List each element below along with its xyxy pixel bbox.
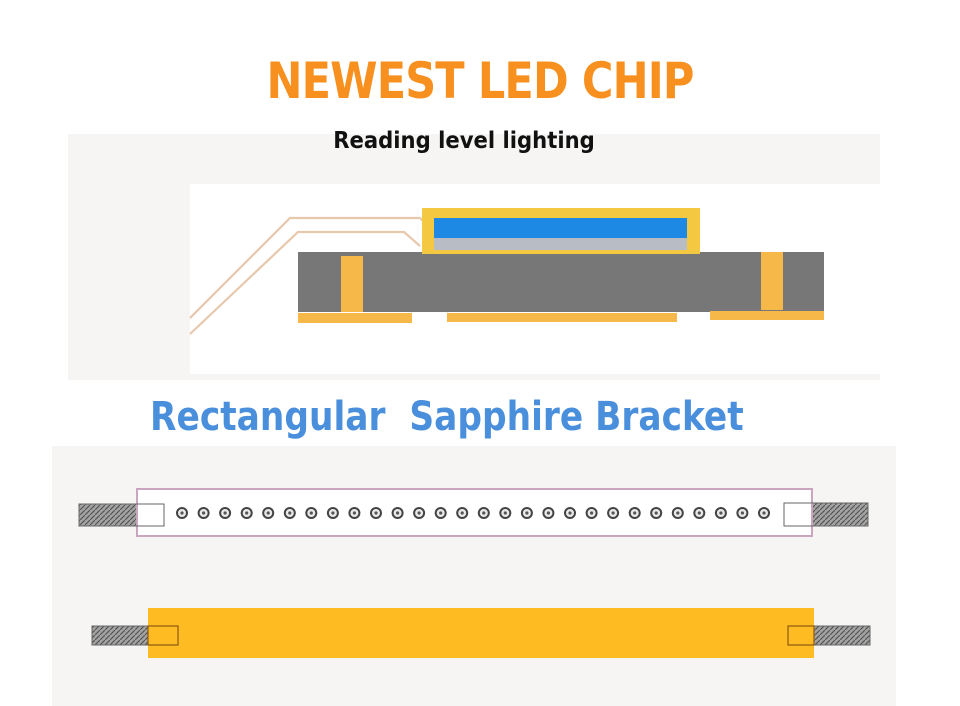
- page-subtitle: Reading level lighting: [333, 128, 595, 154]
- led-dot-center: [568, 511, 572, 515]
- led-dot-center: [740, 511, 745, 515]
- left-terminal-inner: [147, 625, 179, 646]
- led-dot-center: [374, 511, 378, 515]
- led-dot-center: [482, 511, 486, 515]
- chip-die: [434, 218, 687, 238]
- led-dot-center: [417, 511, 421, 515]
- led-dot-center: [525, 511, 529, 515]
- phosphor-bar: [148, 608, 814, 658]
- led-dot-center: [546, 511, 551, 515]
- sapphire-substrate: [136, 488, 813, 537]
- led-dot-center: [503, 511, 507, 515]
- led-dot-center: [352, 511, 356, 515]
- led-dot-center: [762, 511, 766, 515]
- substrate: [298, 252, 824, 312]
- led-dot-center: [180, 511, 184, 515]
- center-pad: [447, 313, 677, 322]
- led-row: [176, 507, 770, 519]
- left-pad: [298, 313, 412, 323]
- right-via: [761, 252, 783, 310]
- led-dot-center: [611, 511, 615, 515]
- page-title: NEWEST LED CHIP: [266, 52, 694, 110]
- coated-filament-strip: [91, 608, 871, 658]
- led-dot-center: [396, 511, 400, 515]
- led-dot-center: [439, 511, 443, 515]
- led-dot-center: [266, 511, 270, 515]
- led-dot-center: [633, 511, 637, 515]
- led-dot-center: [223, 511, 227, 515]
- led-filament-strip: [78, 488, 869, 537]
- led-dot-center: [288, 511, 292, 515]
- led-dot-center: [654, 511, 658, 515]
- led-dot-center: [331, 511, 335, 515]
- chip-base: [434, 238, 687, 250]
- led-dot-center: [697, 511, 701, 515]
- led-dot-center: [460, 511, 464, 515]
- section-heading: Rectangular Sapphire Bracket: [150, 394, 744, 440]
- led-dot-center: [309, 511, 313, 515]
- led-dot-center: [202, 511, 206, 515]
- led-dot-center: [719, 511, 723, 515]
- led-dot-center: [245, 511, 249, 515]
- led-dot-center: [676, 511, 680, 515]
- right-terminal-inner: [787, 625, 815, 646]
- left-via: [341, 256, 363, 312]
- led-dot-center: [590, 511, 594, 515]
- right-pad: [710, 311, 824, 320]
